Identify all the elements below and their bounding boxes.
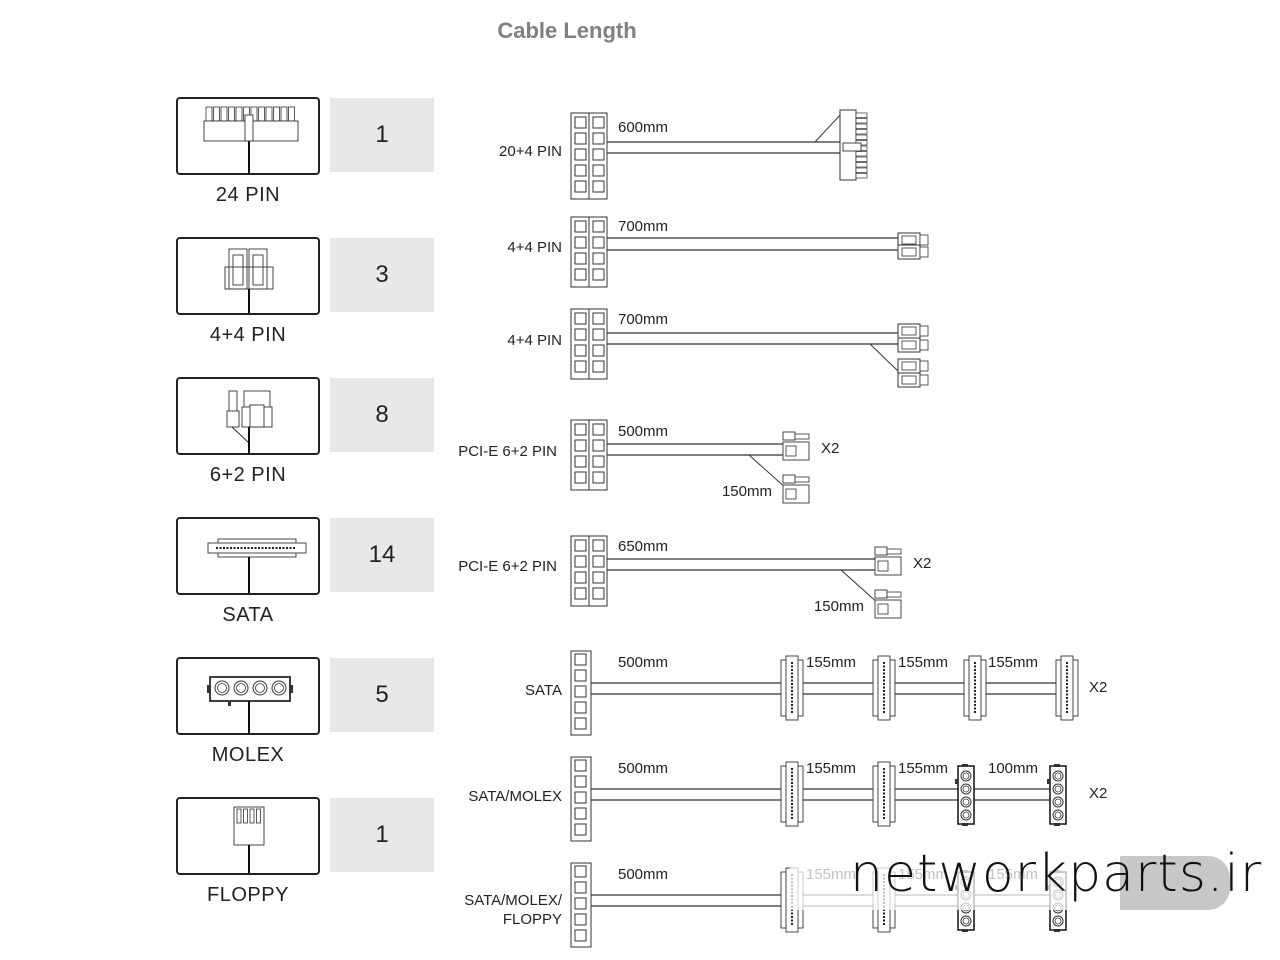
floppy-connector-icon — [233, 806, 265, 873]
multiplier-label: X2 — [1089, 785, 1107, 802]
psu-modular-plug-icon — [570, 216, 608, 288]
psu-modular-plug-icon — [570, 112, 608, 200]
connector-box-molex — [176, 657, 320, 735]
sata-connector-icon — [207, 538, 307, 593]
segment-length: 650mm — [618, 538, 668, 555]
cable-row: 4+4 PIN 700mm — [507, 308, 929, 388]
psu-modular-plug-icon — [570, 862, 592, 948]
segment-length: 500mm — [618, 654, 668, 671]
watermark: networkparts.ir — [790, 844, 1261, 912]
psu-modular-plug-icon — [570, 535, 608, 607]
connector-type-label: 4+4 PIN — [209, 324, 287, 346]
connector-type-label: FLOPPY — [207, 884, 289, 906]
sata-connector-icon — [872, 761, 896, 827]
eps-connector-icon — [897, 323, 929, 339]
segment-length: 500mm — [618, 866, 668, 883]
segment-length: 500mm — [618, 760, 668, 777]
molex-connector-icon — [207, 676, 293, 733]
connector-type-label: 6+2 PIN — [209, 464, 287, 486]
segment-length: 600mm — [618, 119, 668, 136]
atx-24pin-connector-icon — [839, 109, 868, 181]
diagram-title: Cable Length — [497, 18, 637, 43]
molex-connector-icon — [955, 764, 975, 826]
eps-connector-icon — [897, 337, 929, 353]
sata-connector-icon — [963, 655, 987, 721]
segment-length: 500mm — [618, 423, 668, 440]
eps-connector-icon — [897, 232, 929, 248]
sata-connector-icon — [780, 655, 804, 721]
cable-label: SATA — [525, 682, 562, 699]
sata-connector-icon — [1055, 655, 1079, 721]
segment-length: 700mm — [618, 311, 668, 328]
multiplier-label: X2 — [821, 440, 839, 457]
cable-label: FLOPPY — [503, 911, 562, 928]
connector-box-4-4-pin — [176, 237, 320, 315]
connector-count: 8 — [330, 378, 434, 452]
eps-connector-icon — [897, 358, 929, 374]
atx-24pin-connector-icon — [203, 106, 299, 173]
connector-box-6-2-pin — [176, 377, 320, 455]
connector-count: 5 — [330, 658, 434, 732]
connector-box-floppy — [176, 797, 320, 875]
watermark-badge — [1120, 856, 1230, 910]
connector-type-label: 24 PIN — [215, 184, 281, 206]
pcie-connector-icon — [874, 546, 902, 576]
cable-label: 20+4 PIN — [499, 143, 562, 160]
multiplier-label: X2 — [913, 555, 931, 572]
psu-modular-plug-icon — [570, 650, 592, 736]
pcie-connector-icon — [874, 589, 902, 619]
segment-length: 155mm — [898, 760, 948, 777]
connector-box-sata — [176, 517, 320, 595]
multiplier-label: X2 — [1089, 679, 1107, 696]
segment-length: 155mm — [806, 654, 856, 671]
pcie-connector-icon — [782, 431, 810, 461]
segment-length: 155mm — [988, 654, 1038, 671]
watermark-text: networkparts.ir — [850, 844, 1263, 904]
segment-length: 150mm — [722, 483, 772, 500]
eps-4plus4-connector-icon — [224, 248, 274, 313]
segment-length: 100mm — [988, 760, 1038, 777]
segment-length: 150mm — [814, 598, 864, 615]
cable-label: SATA/MOLEX/ — [464, 892, 563, 909]
segment-length: 155mm — [898, 654, 948, 671]
connector-type-label: SATA — [222, 604, 274, 626]
psu-modular-plug-icon — [570, 419, 608, 491]
connector-count: 3 — [330, 238, 434, 312]
eps-connector-icon — [897, 372, 929, 388]
pcie-6plus2-connector-icon — [226, 390, 273, 453]
psu-modular-plug-icon — [570, 756, 592, 842]
cable-label: SATA/MOLEX — [468, 788, 562, 805]
watermark-veil — [790, 860, 1120, 910]
pcie-connector-icon — [782, 474, 810, 504]
cable-label: PCI-E 6+2 PIN — [458, 558, 557, 575]
connector-count: 14 — [330, 518, 434, 592]
cable-row: 20+4 PIN 600mm — [499, 109, 868, 200]
molex-connector-icon — [1047, 764, 1067, 826]
connector-count: 1 — [330, 798, 434, 872]
eps-connector-icon — [897, 244, 929, 260]
cable-label: PCI-E 6+2 PIN — [458, 443, 557, 460]
connector-count: 1 — [330, 98, 434, 172]
connector-box-24-pin — [176, 97, 320, 175]
segment-length: 155mm — [806, 760, 856, 777]
segment-length: 700mm — [618, 218, 668, 235]
cable-label: 4+4 PIN — [507, 332, 562, 349]
psu-modular-plug-icon — [570, 308, 608, 380]
cable-row: 4+4 PIN 700mm — [507, 216, 929, 288]
sata-connector-icon — [872, 655, 896, 721]
connector-type-label: MOLEX — [211, 744, 285, 766]
cable-label: 4+4 PIN — [507, 239, 562, 256]
sata-connector-icon — [780, 761, 804, 827]
